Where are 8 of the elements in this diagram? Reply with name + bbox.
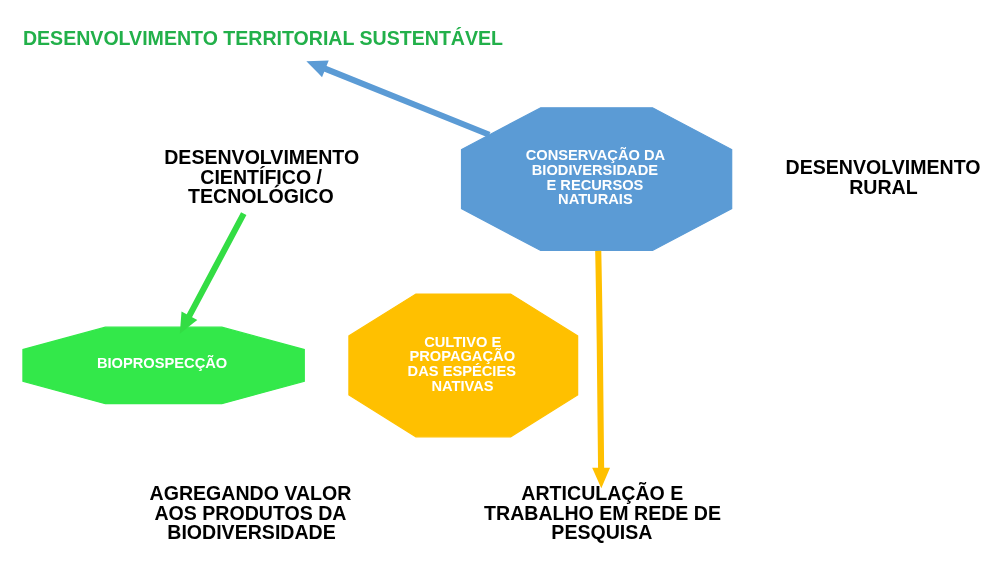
node-text: DESENVOLVIMENTO TERRITORIAL SUSTENTÁVEL [22, 26, 504, 49]
arrow [592, 250, 611, 488]
node-text: AGREGANDO VALOR AOS PRODUTOS DA BIODIVERSIDADE [149, 481, 352, 543]
arrow [179, 211, 247, 334]
arrow [306, 60, 491, 138]
node-text: ARTICULAÇÃO E TRABALHO EM REDE DE PESQUISA [484, 481, 722, 543]
node-text: DESENVOLVIMENTO CIENTÍFICO / TECNOLÓGICO [164, 145, 360, 207]
node-text: DESENVOLVIMENTO RURAL [785, 155, 981, 198]
